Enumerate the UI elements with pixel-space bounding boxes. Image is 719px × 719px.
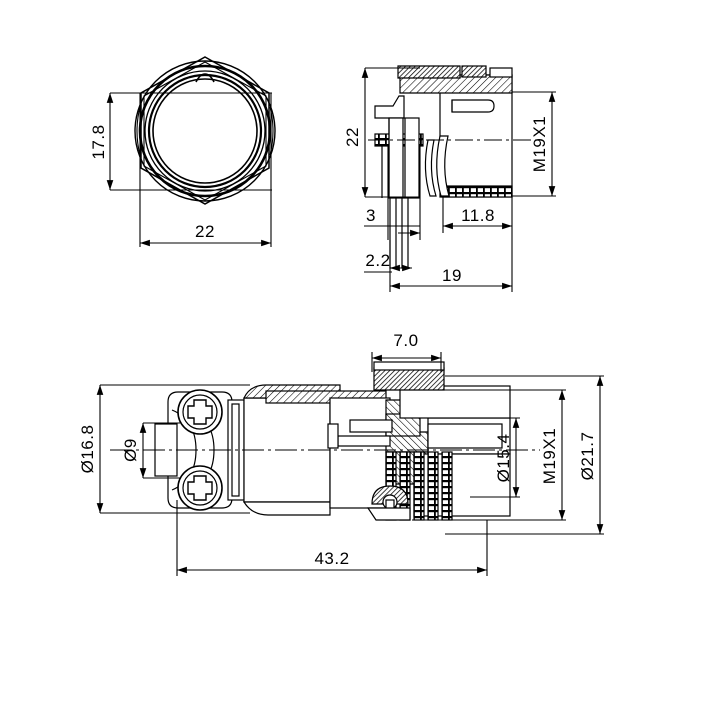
dim-dia9 bbox=[139, 422, 180, 479]
flat-arc-left bbox=[136, 106, 141, 156]
contact-pin-2 bbox=[349, 419, 393, 433]
keyway-notch bbox=[195, 73, 215, 83]
dome-base bbox=[366, 507, 411, 521]
dim-label-11_8: 11.8 bbox=[461, 206, 495, 225]
dim-label-3: 3 bbox=[366, 206, 376, 225]
thread-grid-bottom bbox=[441, 185, 513, 198]
coupling-knurl bbox=[373, 367, 445, 391]
screw-bottom bbox=[177, 465, 223, 511]
tab-top bbox=[489, 67, 513, 78]
dim-3 bbox=[364, 146, 421, 240]
dim-label-dia15_4: Ø15.4 bbox=[494, 434, 513, 483]
dim-label-dia9: Ø9 bbox=[121, 438, 140, 462]
dim-2_2 bbox=[364, 264, 412, 273]
dim-label-22-side: 22 bbox=[343, 127, 362, 147]
dim-label-dia16_8: Ø16.8 bbox=[78, 425, 97, 474]
receptacle-upper bbox=[399, 385, 511, 419]
bore-circle bbox=[152, 78, 258, 184]
ring-4 bbox=[147, 73, 263, 189]
dim-m19x1-side bbox=[512, 91, 556, 197]
knurl-top bbox=[397, 65, 461, 79]
dim-label-m19x1-assembly: M19X1 bbox=[540, 428, 559, 484]
dim-label-2_2: 2.2 bbox=[365, 251, 390, 270]
dim-label-dia21_7: Ø21.7 bbox=[578, 432, 597, 481]
coupling-top-edge bbox=[373, 361, 445, 371]
dim-43_2 bbox=[176, 500, 488, 576]
mated-assembly-section-view bbox=[110, 361, 540, 521]
thread-col-4 bbox=[427, 451, 439, 521]
ring-3 bbox=[144, 70, 266, 192]
panel-mount-side-section-view bbox=[368, 65, 540, 269]
thread-col-5 bbox=[441, 451, 453, 521]
shell-lower-flare bbox=[242, 501, 331, 516]
dim-label-22-front: 22 bbox=[195, 222, 215, 241]
thread-col-3 bbox=[413, 451, 425, 521]
dim-label-7_0: 7.0 bbox=[393, 331, 418, 350]
dim-dia21_7 bbox=[445, 375, 604, 535]
contact-pin-1 bbox=[337, 435, 391, 447]
dim-label-19: 19 bbox=[442, 266, 462, 285]
dim-dia15_4 bbox=[470, 417, 520, 498]
screw-top bbox=[177, 389, 223, 435]
outer-ring bbox=[134, 60, 276, 202]
latch-hook bbox=[374, 95, 405, 119]
pin-shaft-1 bbox=[388, 117, 404, 199]
inner-slot bbox=[451, 99, 495, 113]
dim-dia16_8 bbox=[96, 384, 250, 514]
pin-tail-1 bbox=[389, 197, 397, 269]
dim-22-front bbox=[139, 93, 272, 247]
socket-bore bbox=[427, 423, 503, 449]
dim-19 bbox=[389, 233, 513, 292]
leaf-contact-1 bbox=[424, 139, 437, 197]
contact-base bbox=[327, 423, 339, 449]
dim-label-43_2: 43.2 bbox=[314, 549, 349, 568]
dim-17_8 bbox=[106, 92, 272, 191]
dim-22-side bbox=[361, 67, 420, 198]
dim-label-m19x1-side: M19X1 bbox=[530, 116, 549, 172]
dim-label-17_8: 17.8 bbox=[89, 124, 108, 159]
pin-shaft-2 bbox=[404, 117, 420, 199]
dim-m19x1-assembly bbox=[412, 389, 566, 521]
dim-7_0 bbox=[371, 352, 442, 372]
dim-11_8 bbox=[442, 197, 513, 233]
knurl-top-2 bbox=[461, 65, 487, 78]
leaf-contact-2 bbox=[436, 135, 450, 197]
front-hex-view bbox=[134, 56, 276, 205]
